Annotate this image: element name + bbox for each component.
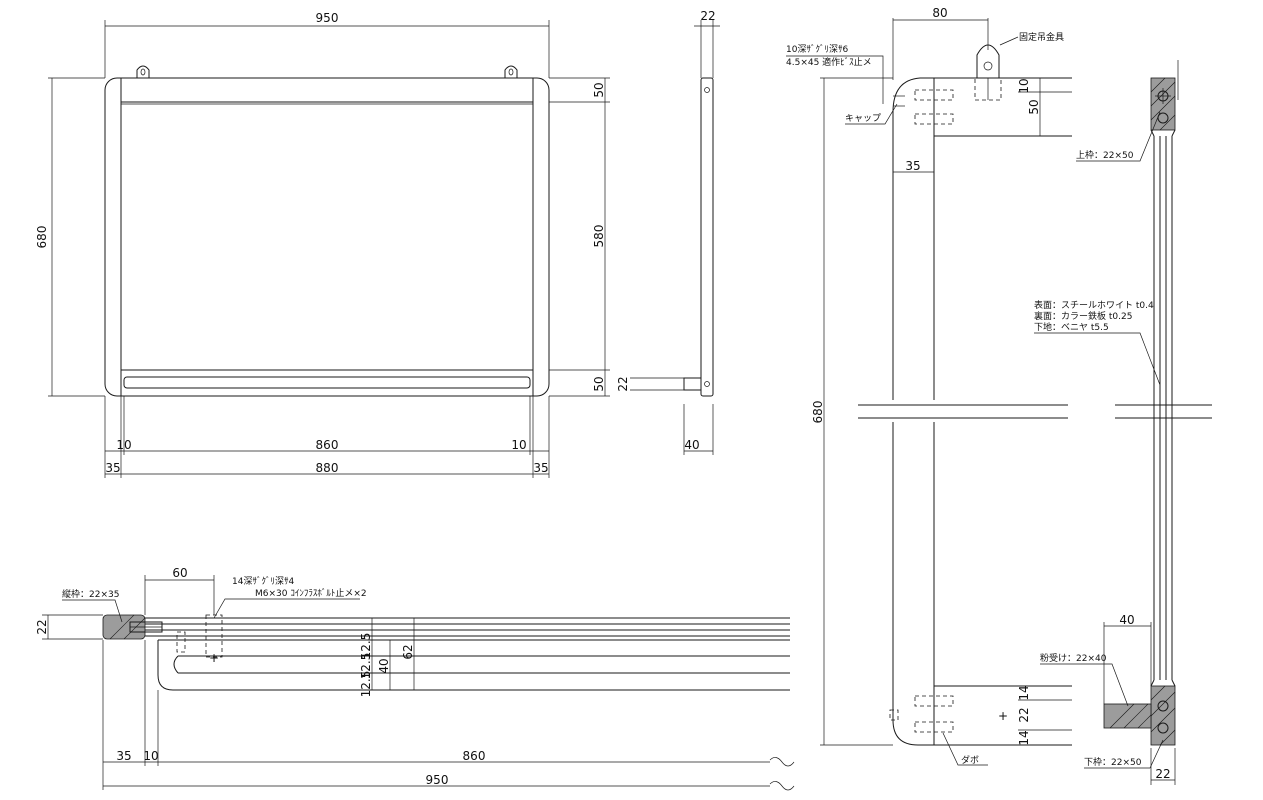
dim-width-950: 950 <box>316 11 339 25</box>
dim-12-5-a: 12.5 <box>359 633 373 660</box>
side-frame-profile <box>157 640 790 691</box>
dim-860-bottom: 860 <box>463 749 486 763</box>
dim-inner-right-10: 10 <box>511 438 526 452</box>
dim-62: 62 <box>401 644 415 659</box>
dim-height-680: 680 <box>35 226 49 249</box>
dim-22-mid: 22 <box>1017 707 1031 722</box>
hanger-bracket <box>976 44 1000 78</box>
dim-12-5-c: 12.5 <box>359 671 373 698</box>
side-profile <box>700 77 714 397</box>
dim-22-left: 22 <box>35 619 49 634</box>
bolt-label-1: 14深ｻﾞｸﾞﾘ深ｻ4 <box>232 576 294 587</box>
dim-80: 80 <box>932 6 947 20</box>
frame-bottom-corner <box>892 686 935 746</box>
dim-panel-580: 580 <box>592 225 606 248</box>
side-view: 22 22 40 <box>616 9 720 455</box>
stile-label: 縦枠：22×35 <box>62 588 119 600</box>
dim-60: 60 <box>172 566 187 580</box>
screw-label-2: 4.5×45 適作ﾋﾞｽ止メ <box>786 56 872 68</box>
hanger-label: 固定吊金具 <box>1019 31 1064 43</box>
panel-section: 40 <box>1103 60 1179 746</box>
dim-680-section: 680 <box>811 401 825 424</box>
dim-10-top: 10 <box>1017 78 1031 93</box>
dim-side-22: 22 <box>700 9 715 23</box>
dim-14-b: 14 <box>1017 730 1031 745</box>
bolt-label-2: M6×30 ｺｲﾝﾌﾗｽﾎﾞﾙﾄ止メ×2 <box>255 587 367 599</box>
section-horizontal: + 60 14深ｻﾞｸﾞﾘ深ｻ4 M6×30 ｺｲﾝﾌﾗｽﾎﾞﾙﾄ止メ×2 縦枠… <box>35 566 795 791</box>
dim-frame-right-35: 35 <box>533 461 548 475</box>
dim-14-a: 14 <box>1017 685 1031 700</box>
svg-text:+: + <box>998 709 1008 723</box>
dim-top-rail-50: 50 <box>592 82 606 97</box>
front-view: 950 680 50 580 50 10 860 10 35 880 35 <box>35 11 610 478</box>
dim-frame-880: 880 <box>316 461 339 475</box>
dim-tray-40: 40 <box>684 438 699 452</box>
dim-inner-left-10: 10 <box>116 438 131 452</box>
dim-12-5-b: 12.5 <box>359 653 373 680</box>
surface-label-3: 下地：ベニヤ t5.5 <box>1034 321 1109 333</box>
top-frame-label: 上枠：22×50 <box>1076 149 1134 161</box>
cap-label: キャップ <box>845 113 881 124</box>
dim-bottom-rail-50: 50 <box>592 376 606 391</box>
dim-tray-40-section: 40 <box>1119 613 1134 627</box>
dim-10-bottom: 10 <box>143 749 158 763</box>
screw-label-1: 10深ｻﾞｸﾞﾘ深ｻ6 <box>786 44 848 55</box>
tray-label: 粉受け：22×40 <box>1040 652 1107 664</box>
dim-35-bottom: 35 <box>116 749 131 763</box>
bottom-frame-label: 下枠：22×50 <box>1084 756 1142 768</box>
frame-top-corner <box>892 77 935 136</box>
dowel-label: ダボ <box>961 754 979 766</box>
surface-label-2: 裏面：カラー鉄板 t0.25 <box>1034 310 1132 322</box>
dim-40: 40 <box>377 658 391 673</box>
bottom-frame-section <box>1150 685 1176 746</box>
dim-35-top: 35 <box>905 159 920 173</box>
hanger-right <box>504 65 518 78</box>
section-vertical: 80 固定吊金具 10深ｻﾞｸﾞﾘ深ｻ6 4.5×45 適作ﾋﾞｽ止メ 35 キ… <box>786 6 1212 785</box>
dim-frame-left-35: 35 <box>105 461 120 475</box>
surface-label-1: 表面：スチールホワイト t0.4 <box>1034 299 1154 311</box>
svg-text:+: + <box>209 651 219 665</box>
dim-950-bottom: 950 <box>426 773 449 787</box>
side-tray <box>683 377 702 391</box>
board-outline <box>104 77 550 397</box>
dim-inner-860: 860 <box>316 438 339 452</box>
chalk-tray <box>123 376 531 389</box>
dim-bottom-22: 22 <box>1155 767 1170 781</box>
hanger-left <box>136 65 150 78</box>
dim-50-top: 50 <box>1027 99 1041 114</box>
dim-tray-22: 22 <box>616 376 630 391</box>
